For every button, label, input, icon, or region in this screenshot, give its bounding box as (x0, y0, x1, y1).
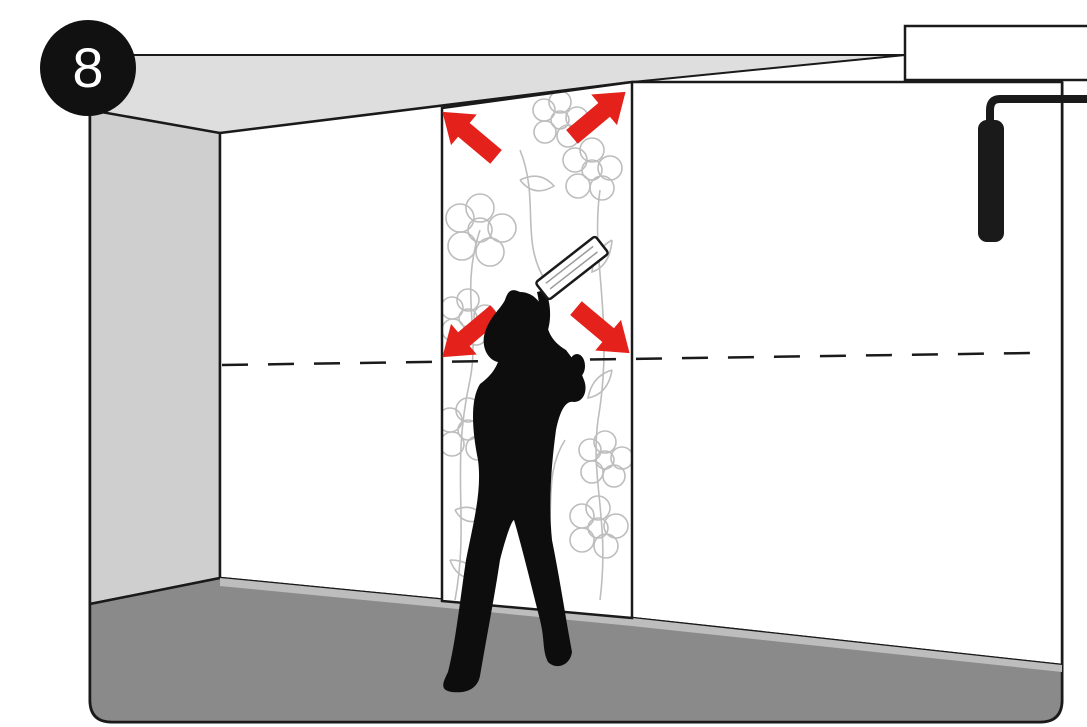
step-number-badge: 8 (40, 20, 136, 116)
side-wall (90, 110, 220, 604)
back-wall (220, 82, 1062, 665)
step-number: 8 (72, 40, 103, 96)
